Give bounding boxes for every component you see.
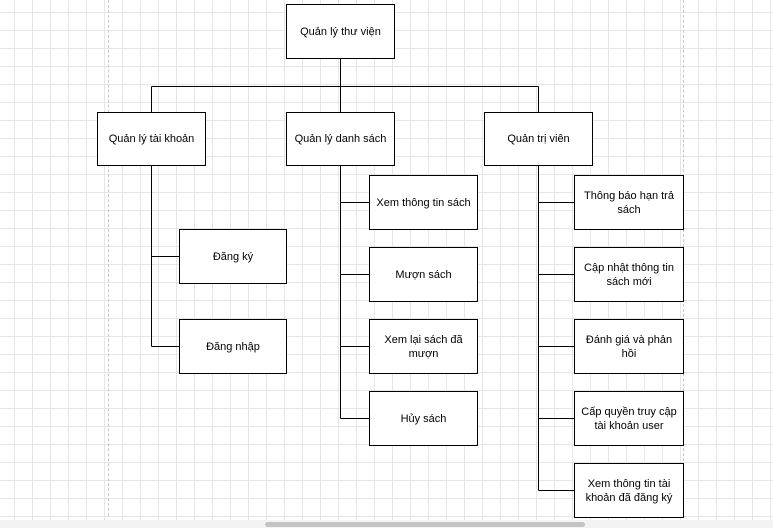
node-cancel-book[interactable]: Hủy sách (369, 391, 478, 446)
node-register[interactable]: Đăng ký (179, 229, 287, 284)
node-list-management[interactable]: Quản lý danh sách (286, 112, 395, 166)
node-borrow-book[interactable]: Mượn sách (369, 247, 478, 302)
node-login[interactable]: Đăng nhập (179, 319, 287, 374)
node-update-new-books[interactable]: Cập nhật thông tin sách mới (574, 247, 684, 302)
node-review-borrowed-books[interactable]: Xem lại sách đã mượn (369, 319, 478, 374)
scrollbar-thumb[interactable] (265, 522, 585, 527)
horizontal-scrollbar[interactable] (0, 520, 773, 528)
node-rating-feedback[interactable]: Đánh giá và phản hồi (574, 319, 684, 374)
node-due-date-notice[interactable]: Thông báo hạn trả sách (574, 175, 684, 230)
node-view-book-info[interactable]: Xem thông tin sách (369, 175, 478, 230)
node-root[interactable]: Quản lý thư viện (286, 4, 395, 59)
node-grant-user-access[interactable]: Cấp quyền truy cập tài khoản user (574, 391, 684, 446)
node-administrator[interactable]: Quản trị viên (484, 112, 593, 166)
node-view-registered-accounts[interactable]: Xem thông tin tài khoản đã đăng ký (574, 463, 684, 518)
node-account-management[interactable]: Quản lý tài khoản (97, 112, 206, 166)
page-break-guide-left (108, 0, 109, 516)
